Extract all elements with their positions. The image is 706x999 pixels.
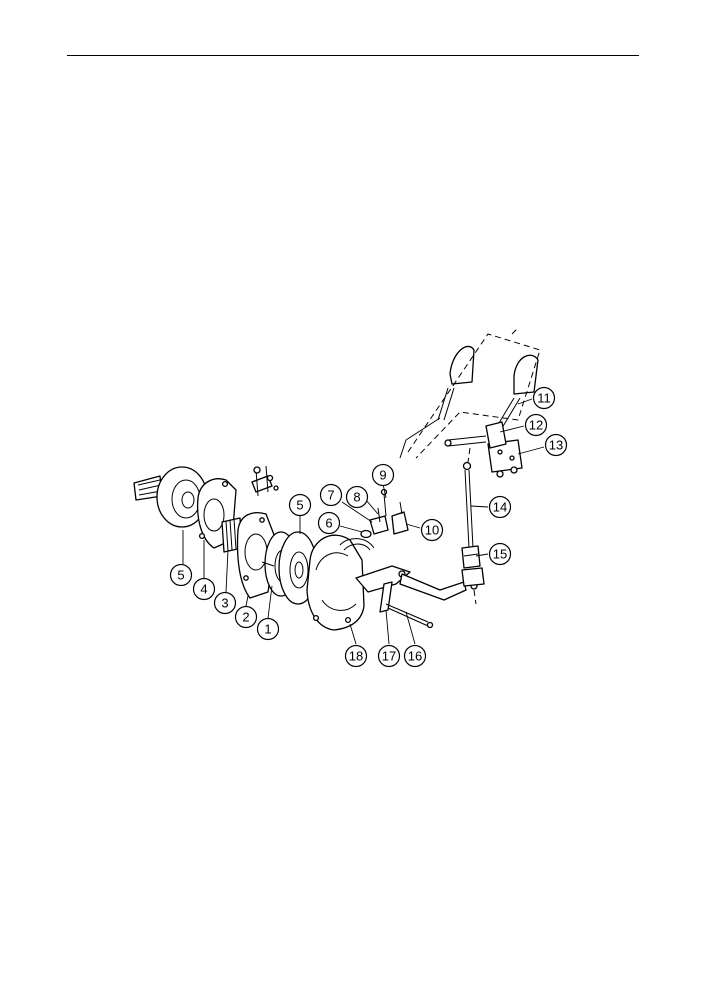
- handle-reference-outline: [407, 327, 541, 459]
- control-handle-right-11: [495, 354, 539, 429]
- callout-6: 6: [317, 511, 341, 535]
- svg-text:5: 5: [177, 568, 184, 583]
- svg-text:11: 11: [537, 391, 551, 406]
- svg-text:1: 1: [264, 622, 271, 637]
- pin-8: [377, 507, 381, 523]
- lever-shaft-17: [355, 565, 411, 613]
- callout-15: 15: [488, 542, 512, 566]
- svg-text:15: 15: [493, 547, 507, 562]
- callout-5-right: 5: [288, 493, 312, 517]
- bracket-7: [369, 515, 389, 535]
- clutch-housing-18: [306, 534, 365, 631]
- callout-4: 4: [192, 577, 216, 601]
- mounting-bracket-13: [487, 439, 523, 478]
- callout-13: 13: [544, 433, 568, 457]
- svg-text:13: 13: [549, 438, 563, 453]
- callout-18: 18: [344, 644, 368, 668]
- svg-text:18: 18: [349, 649, 363, 664]
- clevis-15: [461, 545, 485, 587]
- svg-text:16: 16: [408, 649, 422, 664]
- svg-text:9: 9: [379, 468, 386, 483]
- svg-text:12: 12: [529, 418, 543, 433]
- washer-6: [360, 529, 372, 539]
- bolt-9: [380, 488, 388, 517]
- callout-2: 2: [234, 605, 258, 629]
- rod-16: [385, 603, 434, 629]
- callout-17: 17: [377, 644, 401, 668]
- svg-text:4: 4: [200, 582, 207, 597]
- callout-14: 14: [488, 495, 512, 519]
- svg-text:7: 7: [327, 488, 334, 503]
- lever-10: [391, 501, 409, 535]
- callout-7: 7: [319, 483, 343, 507]
- control-handle-left: [399, 345, 475, 459]
- callout-10: 10: [420, 518, 444, 542]
- svg-text:14: 14: [493, 500, 507, 515]
- svg-text:5: 5: [296, 498, 303, 513]
- callout-5-left: 5: [169, 563, 193, 587]
- callout-3: 3: [213, 591, 237, 615]
- svg-text:6: 6: [325, 516, 332, 531]
- lever-bracket-12: [444, 421, 507, 463]
- link-rod-14: [462, 461, 474, 549]
- large-disc-5-left: [156, 466, 208, 528]
- svg-text:3: 3: [221, 596, 228, 611]
- release-lever-assembly: [251, 465, 279, 497]
- svg-text:2: 2: [242, 610, 249, 625]
- callout-8: 8: [345, 485, 369, 509]
- callout-11: 11: [532, 386, 556, 410]
- leader-lines: [182, 398, 545, 645]
- callout-9: 9: [371, 463, 395, 487]
- svg-text:17: 17: [382, 649, 396, 664]
- svg-text:8: 8: [353, 490, 360, 505]
- pedal-arm: [399, 573, 478, 605]
- header-rule: [67, 55, 639, 56]
- callout-1: 1: [256, 617, 280, 641]
- drive-shaft: [133, 475, 163, 501]
- svg-text:10: 10: [425, 523, 439, 538]
- callout-12: 12: [524, 413, 548, 437]
- callout-16: 16: [403, 644, 427, 668]
- snap-ring: [339, 538, 375, 551]
